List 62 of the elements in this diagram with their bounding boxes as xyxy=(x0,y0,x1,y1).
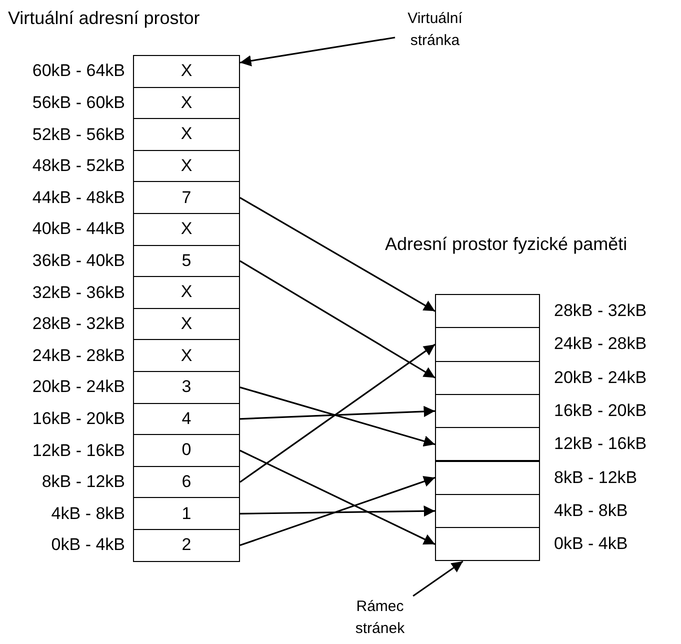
page-table-entry: 7 xyxy=(133,181,240,214)
address-range-label: 40kB - 44kB xyxy=(32,218,125,240)
address-range-label: 8kB - 12kB xyxy=(554,466,638,489)
page-table-entry: X xyxy=(133,339,240,372)
mapping-arrow xyxy=(240,386,436,447)
callout-text: Virtuální stránka xyxy=(395,8,475,54)
mapping-arrow xyxy=(240,344,436,483)
address-range-label: 4kB - 8kB xyxy=(51,502,125,525)
address-range-label: 32kB - 36kB xyxy=(32,282,125,304)
leader-arrow xyxy=(412,560,464,597)
page-table-entry: X xyxy=(133,308,240,340)
page-table-entry: 5 xyxy=(133,244,240,278)
page-table-entry: X xyxy=(133,118,240,151)
page-table-entry: 4 xyxy=(133,402,240,436)
mapping-arrow xyxy=(240,260,436,378)
page-table-entry: X xyxy=(133,86,240,120)
mapping-arrow xyxy=(240,476,436,546)
leader-arrow xyxy=(240,36,396,66)
address-range-label: 48kB - 52kB xyxy=(32,155,125,178)
address-range-label: 44kB - 48kB xyxy=(32,186,125,209)
address-range-label: 0kB - 4kB xyxy=(554,533,628,556)
page-table-entry: X xyxy=(133,213,240,246)
page-table-entry: 3 xyxy=(133,371,240,404)
address-range-label: 8kB - 12kB xyxy=(42,471,125,494)
address-range-label: 12kB - 16kB xyxy=(554,433,647,456)
address-range-label: 24kB - 28kB xyxy=(32,344,125,367)
address-range-label: 12kB - 16kB xyxy=(32,440,125,462)
page-frame-box xyxy=(435,327,540,362)
mapping-arrow xyxy=(240,197,436,312)
page-table-entry: 2 xyxy=(133,529,240,562)
page-frame-box xyxy=(435,494,540,528)
mapping-arrow xyxy=(240,506,436,517)
mapping-arrow xyxy=(240,406,436,420)
page-frame-box xyxy=(435,427,540,462)
address-range-label: 16kB - 20kB xyxy=(554,400,647,422)
address-range-label: 20kB - 24kB xyxy=(32,376,125,398)
address-range-label: 36kB - 40kB xyxy=(32,250,125,272)
address-range-label: 56kB - 60kB xyxy=(32,92,125,114)
page-table-entry: 1 xyxy=(133,497,240,530)
address-range-label: 52kB - 56kB xyxy=(32,124,125,146)
address-range-label: 4kB - 8kB xyxy=(554,500,628,522)
address-range-label: 28kB - 32kB xyxy=(554,300,647,322)
page-frame-box xyxy=(435,360,540,395)
page-table-entry: X xyxy=(133,276,240,309)
section-title: Virtuální adresní prostor xyxy=(8,8,200,29)
page-frame-box xyxy=(435,294,540,328)
address-range-label: 0kB - 4kB xyxy=(51,534,125,556)
page-frame-box xyxy=(435,527,540,562)
address-range-label: 20kB - 24kB xyxy=(554,366,647,389)
mapping-arrow xyxy=(240,450,436,545)
page-frame-box xyxy=(435,460,540,495)
address-range-label: 28kB - 32kB xyxy=(32,313,125,336)
address-range-label: 60kB - 64kB xyxy=(32,60,125,82)
address-range-label: 24kB - 28kB xyxy=(554,333,647,356)
page-table-entry: 0 xyxy=(133,434,240,467)
page-frame-box xyxy=(435,394,540,428)
page-table-entry: X xyxy=(133,55,240,88)
page-table-entry: 6 xyxy=(133,466,240,498)
address-range-label: 16kB - 20kB xyxy=(32,408,125,430)
callout-text: Rámec stránek xyxy=(340,596,420,642)
page-table-entry: X xyxy=(133,150,240,182)
section-title: Adresní prostor fyzické paměti xyxy=(385,234,628,255)
